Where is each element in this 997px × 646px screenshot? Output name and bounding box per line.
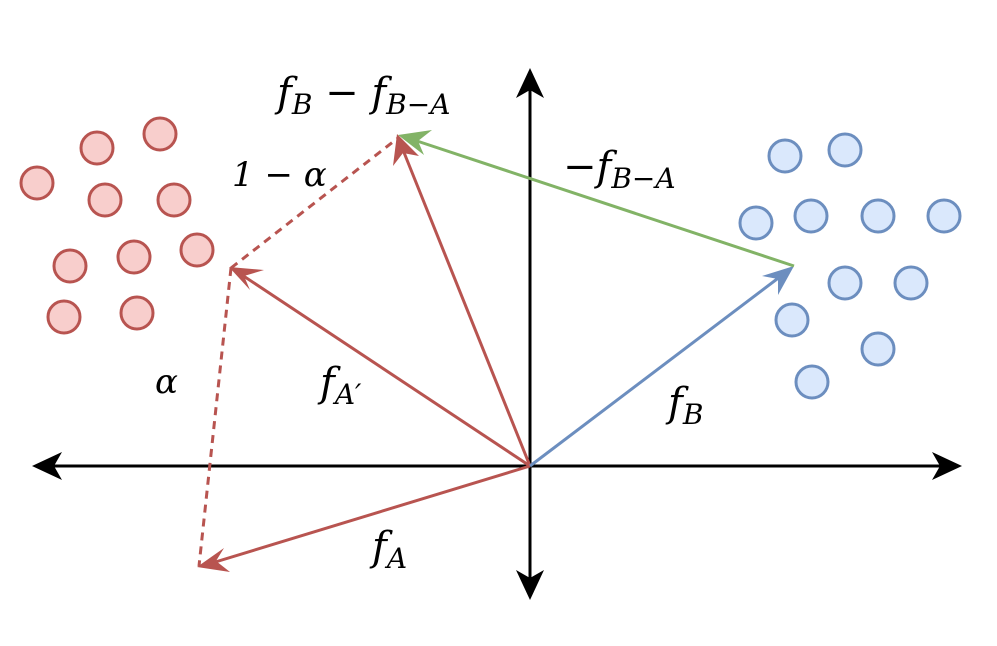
label-alpha: α: [155, 362, 178, 402]
vector-f-B-minus-f-BA-arrowhead: [393, 134, 419, 166]
vector-f-A-arrowhead: [197, 548, 230, 572]
vector-f-B-arrowhead: [762, 266, 794, 295]
blue-point: [860, 198, 896, 234]
label-f-A: fA: [369, 524, 407, 575]
red-point: [119, 295, 155, 331]
vector-f-A: [211, 464, 531, 565]
blue-point: [827, 132, 863, 168]
blue-point: [767, 138, 803, 174]
vector-f-A-prime: [241, 273, 531, 468]
blue-point: [860, 331, 896, 367]
vector-f-B: [529, 274, 782, 468]
red-cluster: [19, 116, 215, 335]
red-point: [52, 248, 88, 284]
red-point: [46, 299, 82, 335]
red-point: [156, 182, 192, 218]
blue-point: [893, 265, 929, 301]
blue-point: [926, 198, 962, 234]
label-f-B-minus-f-BA: fB − fB−A: [274, 70, 450, 121]
vector-neg-f-BA-arrowhead: [398, 130, 432, 155]
red-point: [79, 130, 115, 166]
label-neg-f-BA: −fB−A: [563, 144, 676, 195]
blue-point: [738, 205, 774, 241]
red-point: [87, 182, 123, 218]
dashed-guides: [197, 136, 399, 567]
blue-cluster: [738, 132, 962, 400]
axes: [32, 68, 962, 600]
red-point: [179, 232, 215, 268]
x-axis-left-arrowhead: [32, 452, 62, 480]
dashed-top-segment: [230, 136, 399, 270]
red-vectors: [197, 134, 532, 572]
red-point: [116, 239, 152, 275]
vector-neg-f-BA: [413, 138, 795, 268]
y-axis-top-arrowhead: [516, 68, 544, 98]
vector-f-B-minus-f-BA: [401, 149, 532, 467]
red-point: [19, 165, 55, 201]
x-axis-right-arrowhead: [932, 452, 962, 480]
y-axis-bottom-arrowhead: [516, 570, 544, 600]
blue-point: [774, 302, 810, 338]
blue-vector: [529, 266, 794, 468]
blue-point: [794, 364, 830, 400]
label-f-A-prime: fA′: [317, 360, 362, 411]
green-vector: [398, 130, 795, 268]
blue-point: [793, 198, 829, 234]
dashed-left-segment: [197, 267, 233, 567]
blue-point: [827, 265, 863, 301]
label-f-B: fB: [665, 380, 703, 431]
red-point: [142, 116, 178, 152]
vector-f-A-prime-arrowhead: [229, 267, 264, 290]
label-one-minus-alpha: 1 − α: [232, 155, 327, 195]
